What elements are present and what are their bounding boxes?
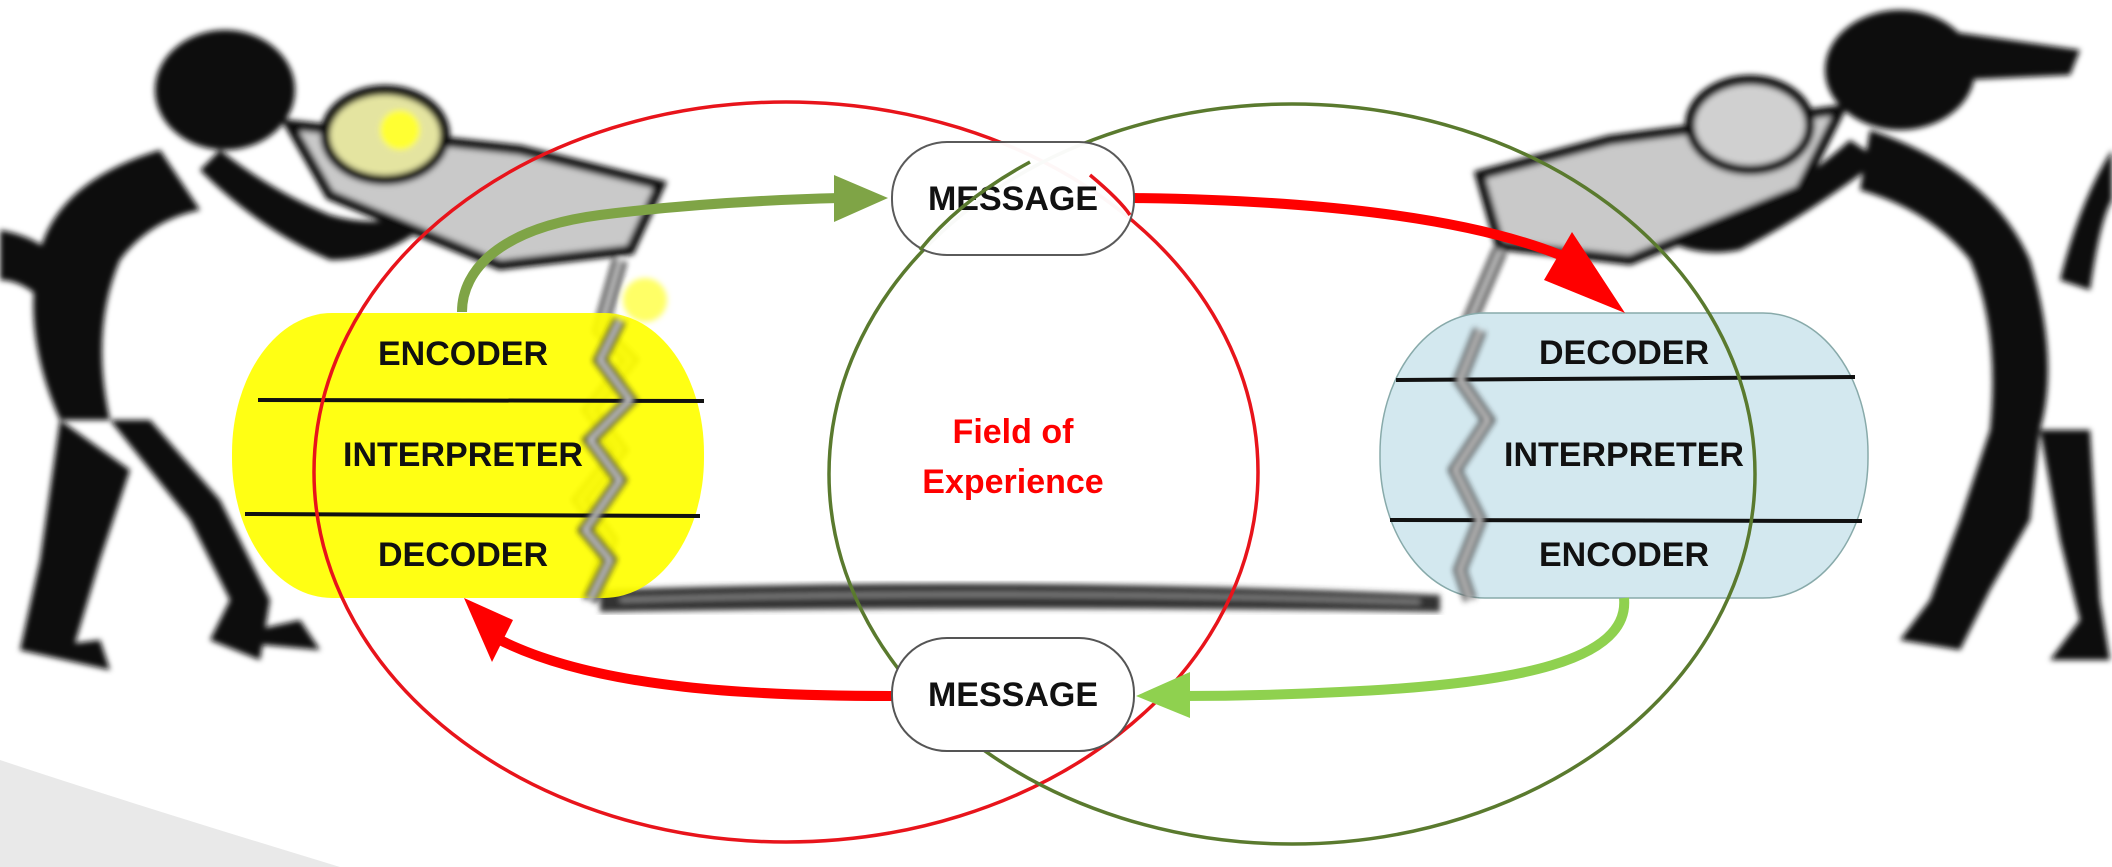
left-stack-top-label: ENCODER [378,335,548,373]
arrow-encoder-to-message [457,193,841,313]
table-shadow [600,583,1440,612]
right-field-circle [827,102,1757,846]
left-stack-divider-bottom [244,512,701,518]
arrow-encoder-to-bottom-message [1179,597,1630,701]
right-stack-divider-bottom [1389,518,1863,523]
left-field-circle [312,100,1260,844]
top-message-label: MESSAGE [928,180,1098,218]
arrow-message-to-decoder-head [1544,232,1625,313]
right-stack-divider-top [1395,375,1856,382]
arrow-encoder-to-bottom-message-head [1136,672,1190,718]
background-swoosh [0,760,340,867]
arrow-bottom-message-to-decoder [497,635,894,701]
right-stack-top-label: DECODER [1539,334,1709,372]
field-of-experience-line1: Field of [953,413,1075,451]
arrow-message-to-decoder [1133,193,1562,260]
bottom-message-label: MESSAGE [928,676,1098,714]
left-field-circle-overlay [1088,173,1132,216]
arrow-encoder-to-message-head [834,175,888,222]
right-stack-middle-label: INTERPRETER [1504,436,1744,474]
cord-overlay [577,317,1496,603]
person-with-megaphone-right-icon [1436,10,2112,660]
left-stack-bottom-label: DECODER [378,536,548,574]
right-field-circle-overlay [918,160,1031,252]
right-stack: DECODER INTERPRETER ENCODER [1379,312,1869,599]
bottom-message-box: MESSAGE [891,637,1135,752]
right-stack-bottom-label: ENCODER [1539,536,1709,574]
left-stack-middle-label: INTERPRETER [343,436,583,474]
field-of-experience-line2: Experience [922,463,1103,501]
left-stack: ENCODER INTERPRETER DECODER [232,313,705,598]
arrow-bottom-message-to-decoder-head [464,598,513,662]
